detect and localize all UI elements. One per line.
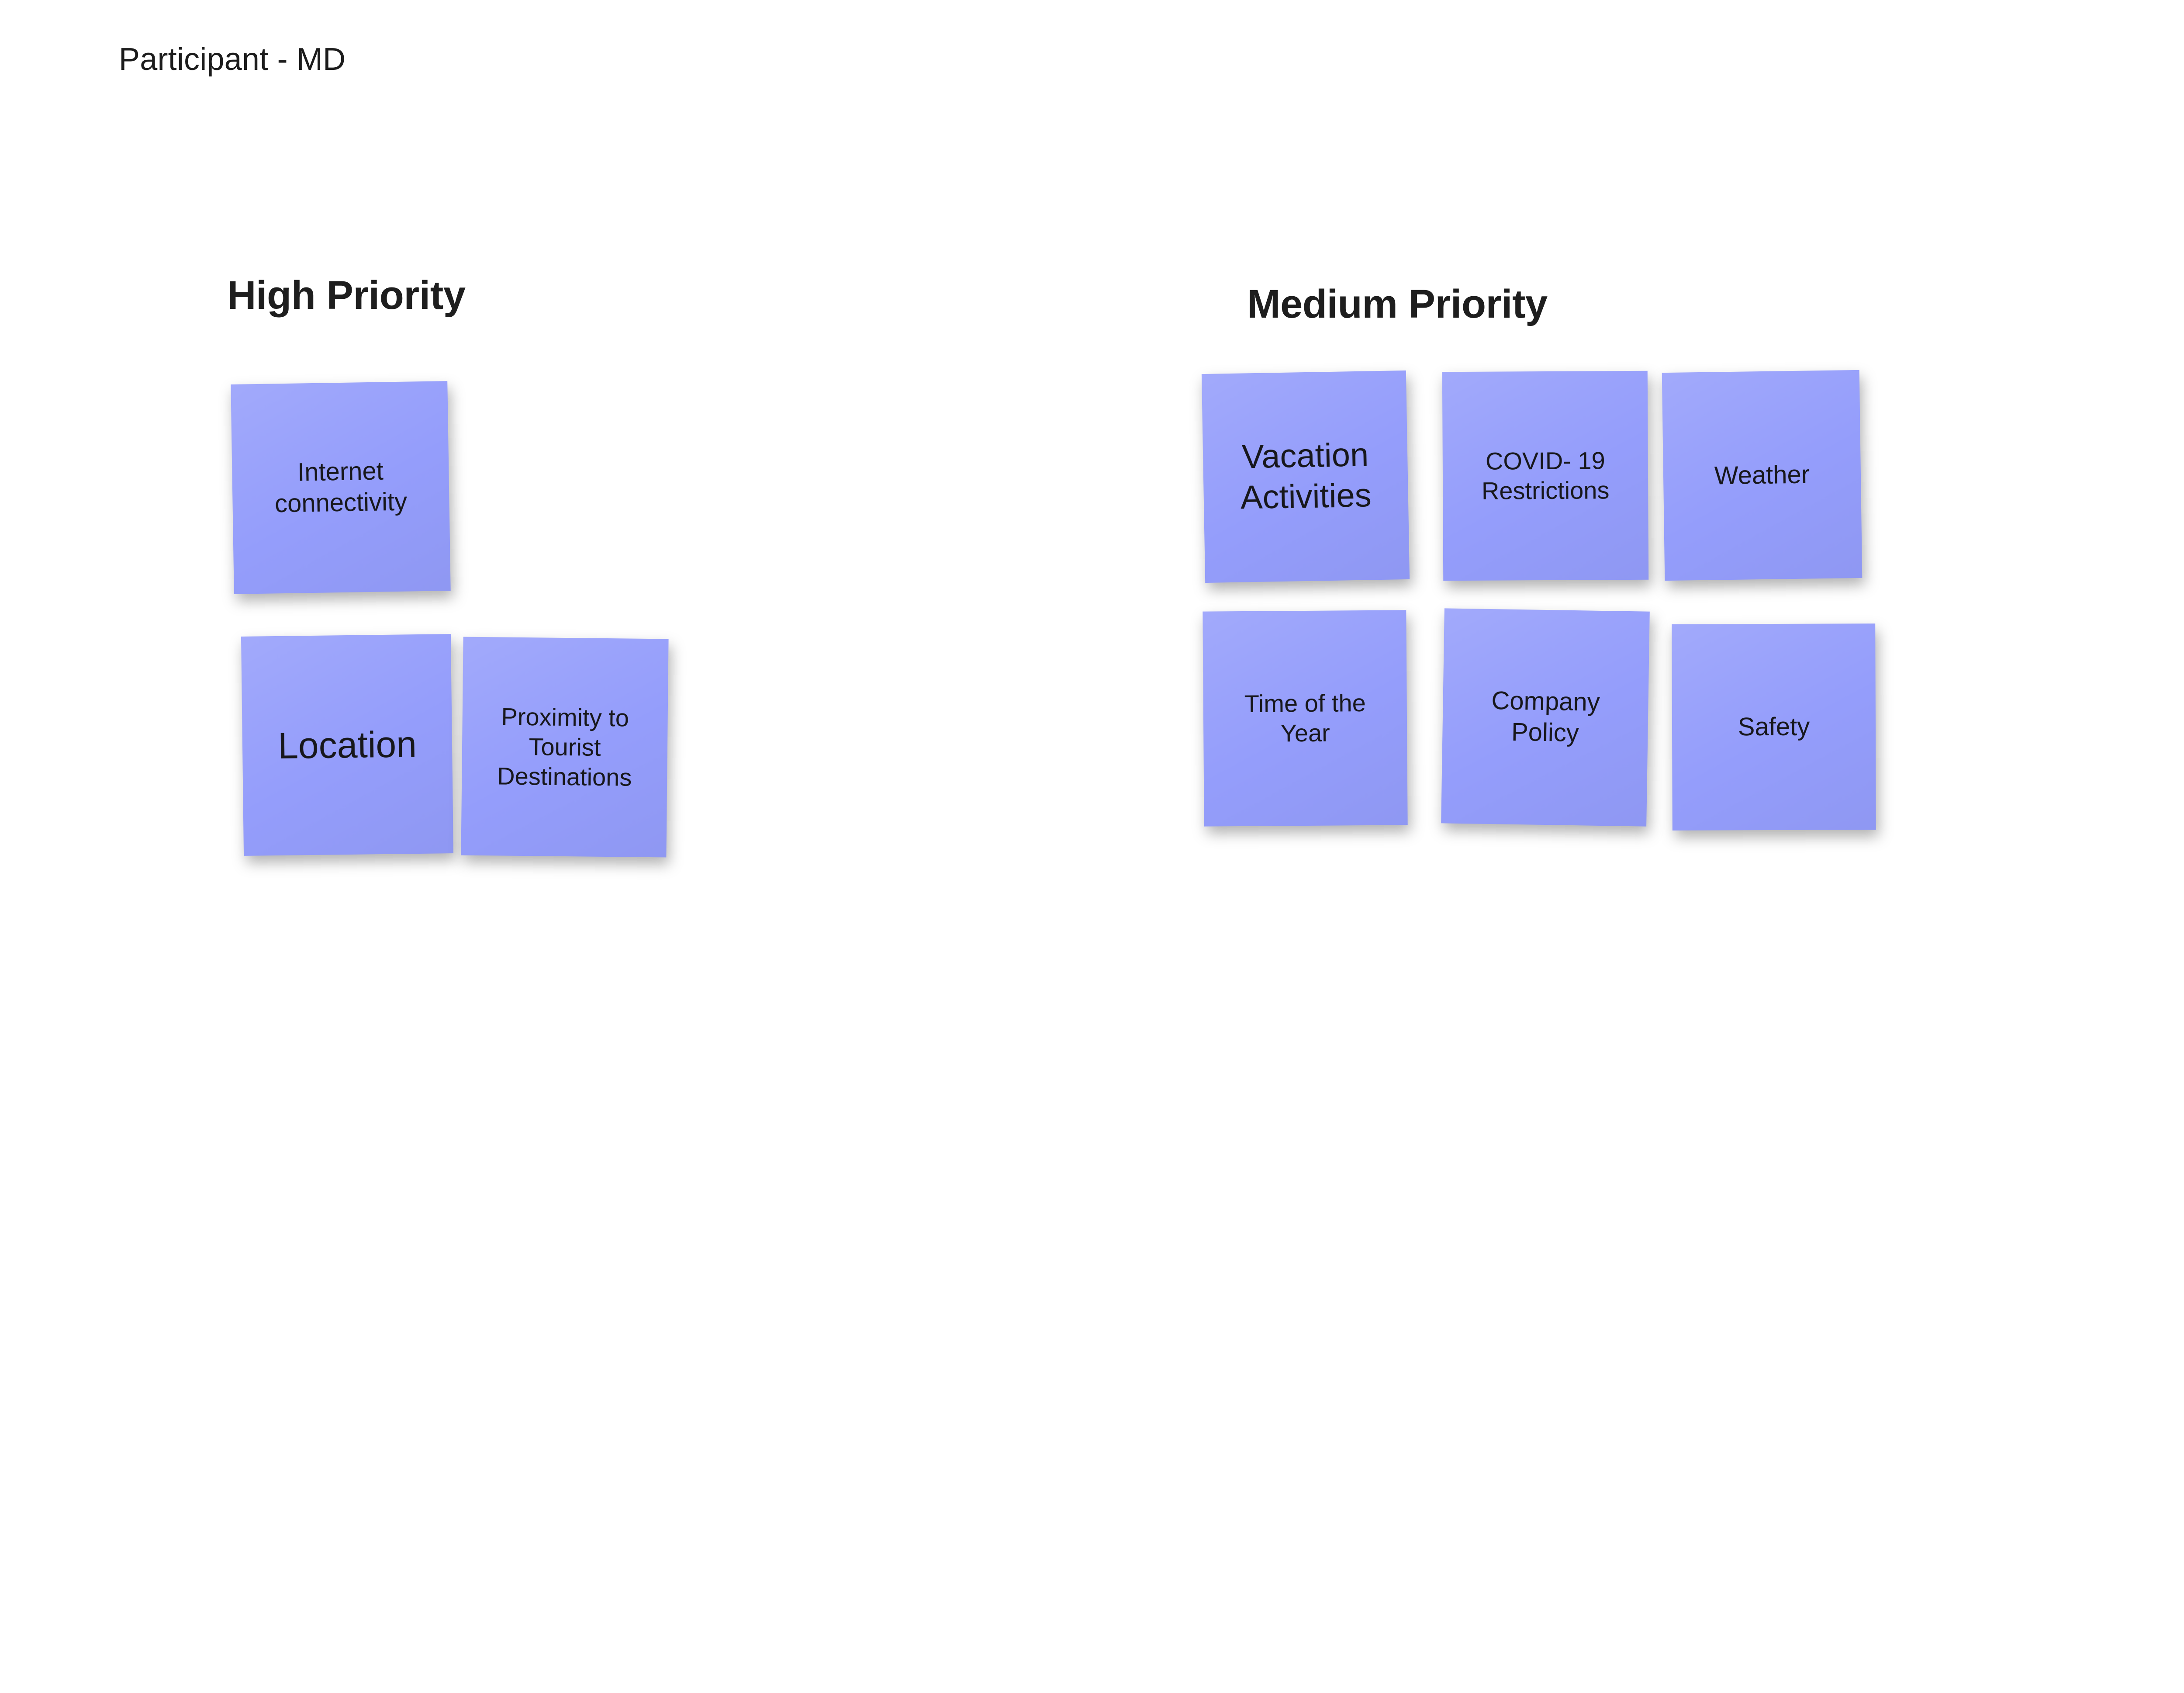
sticky-note-label: Location xyxy=(277,723,417,766)
participant-label: Participant - MD xyxy=(119,42,346,77)
sticky-note-label: Weather xyxy=(1714,460,1810,490)
sticky-note-covid-19-restrictions[interactable]: COVID- 19 Restrictions xyxy=(1442,370,1649,581)
sticky-note-label: Internet connectivity xyxy=(274,457,408,518)
sticky-note-label: Time of the Year xyxy=(1244,689,1366,747)
sticky-note-proximity-to-tourist-destinations[interactable]: Proximity to Tourist Destinations xyxy=(461,637,669,858)
column-heading-high-priority: High Priority xyxy=(227,273,466,318)
sticky-note-time-of-the-year[interactable]: Time of the Year xyxy=(1203,610,1408,827)
sticky-note-safety[interactable]: Safety xyxy=(1672,623,1876,831)
sticky-note-label: Proximity to Tourist Destinations xyxy=(497,703,632,791)
sticky-note-vacation-activities[interactable]: Vacation Activities xyxy=(1201,370,1410,583)
sticky-note-label: Safety xyxy=(1738,712,1810,741)
sticky-note-company-policy[interactable]: Company Policy xyxy=(1441,608,1650,827)
sticky-note-internet-connectivity[interactable]: Internet connectivity xyxy=(231,381,451,594)
sticky-note-label: Vacation Activities xyxy=(1240,436,1372,516)
column-heading-medium-priority: Medium Priority xyxy=(1247,282,1548,326)
sticky-note-label: COVID- 19 Restrictions xyxy=(1481,446,1610,505)
sticky-note-weather[interactable]: Weather xyxy=(1662,370,1863,581)
sticky-note-label: Company Policy xyxy=(1491,686,1600,748)
sticky-note-location[interactable]: Location xyxy=(241,634,454,856)
